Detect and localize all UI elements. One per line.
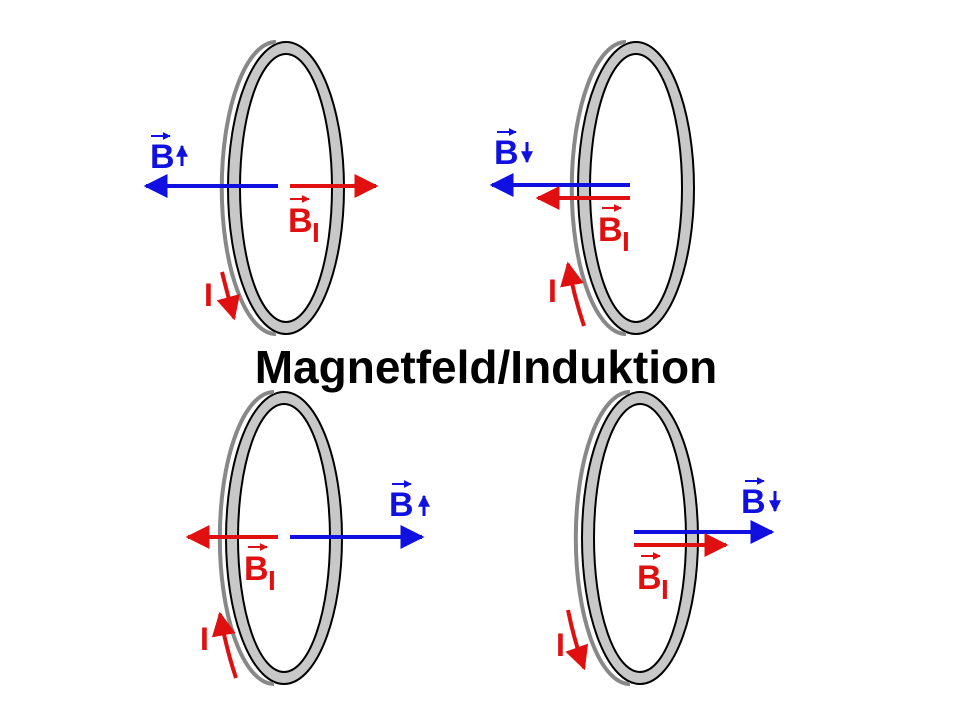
panel-bottom-left: B B I I — [185, 390, 430, 686]
field-label: B — [494, 134, 519, 172]
loop-ring — [573, 390, 699, 686]
current-label: I — [548, 273, 557, 309]
page-title: Magnetfeld/Induktion — [255, 341, 718, 393]
loop-ring — [569, 40, 695, 336]
induced-field-subscript: I — [622, 226, 630, 257]
panel-top-left: B B I I — [143, 40, 379, 336]
field-label: B — [150, 138, 175, 176]
current-label: I — [200, 621, 209, 657]
current-arrow — [560, 261, 586, 327]
induced-field-subscript: I — [661, 574, 669, 605]
field-label: B — [741, 483, 766, 521]
induced-field-label: B — [288, 202, 313, 240]
panel-bottom-right: B B I I — [556, 390, 781, 686]
panel-top-right: B B I I — [489, 40, 695, 336]
current-arrow — [216, 271, 240, 321]
current-label: I — [556, 627, 565, 663]
induced-field-subscript: I — [312, 217, 320, 248]
induced-field-subscript: I — [268, 565, 276, 596]
current-arrow — [565, 609, 589, 671]
induced-field-label: B — [244, 550, 269, 588]
induced-field-label: B — [598, 211, 623, 249]
induced-field-label: B — [637, 559, 662, 597]
current-arrow — [211, 611, 238, 679]
loop-ring — [217, 390, 343, 686]
field-label: B — [389, 486, 414, 524]
current-label: I — [204, 277, 213, 313]
